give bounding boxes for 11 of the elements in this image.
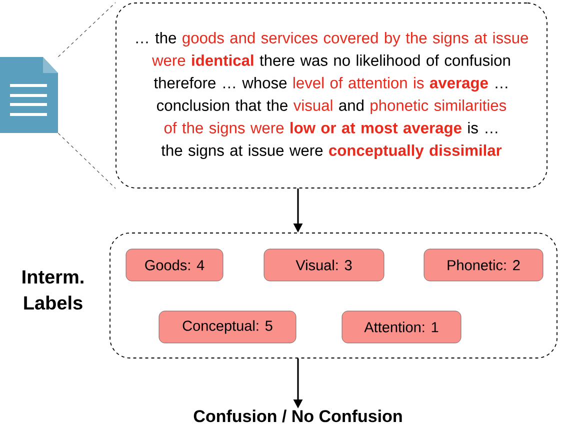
- label-pill: Phonetic: 2: [424, 248, 544, 282]
- label-pill: Visual: 3: [264, 248, 384, 282]
- zoom-line: [58, 132, 116, 189]
- outcome-text: Confusion / No Confusion: [194, 410, 402, 422]
- group-heading: Interm. Labels: [22, 270, 84, 310]
- zoom-line: [58, 2, 116, 58]
- label-pill: Conceptual: 5: [158, 310, 296, 344]
- label-pill: Goods: 4: [126, 248, 224, 282]
- document-icon: [0, 57, 58, 133]
- label-pill: Attention: 1: [342, 310, 462, 344]
- quote-box: … the goods and services covered by the signs at issue were identical there was no likelihood of confusion therefore … whose level of attention is average … conclusion that the visual and phonetic similarities of the signs were low or at most average is … the signs at issue were conceptually dissimilar: [116, 2, 548, 188]
